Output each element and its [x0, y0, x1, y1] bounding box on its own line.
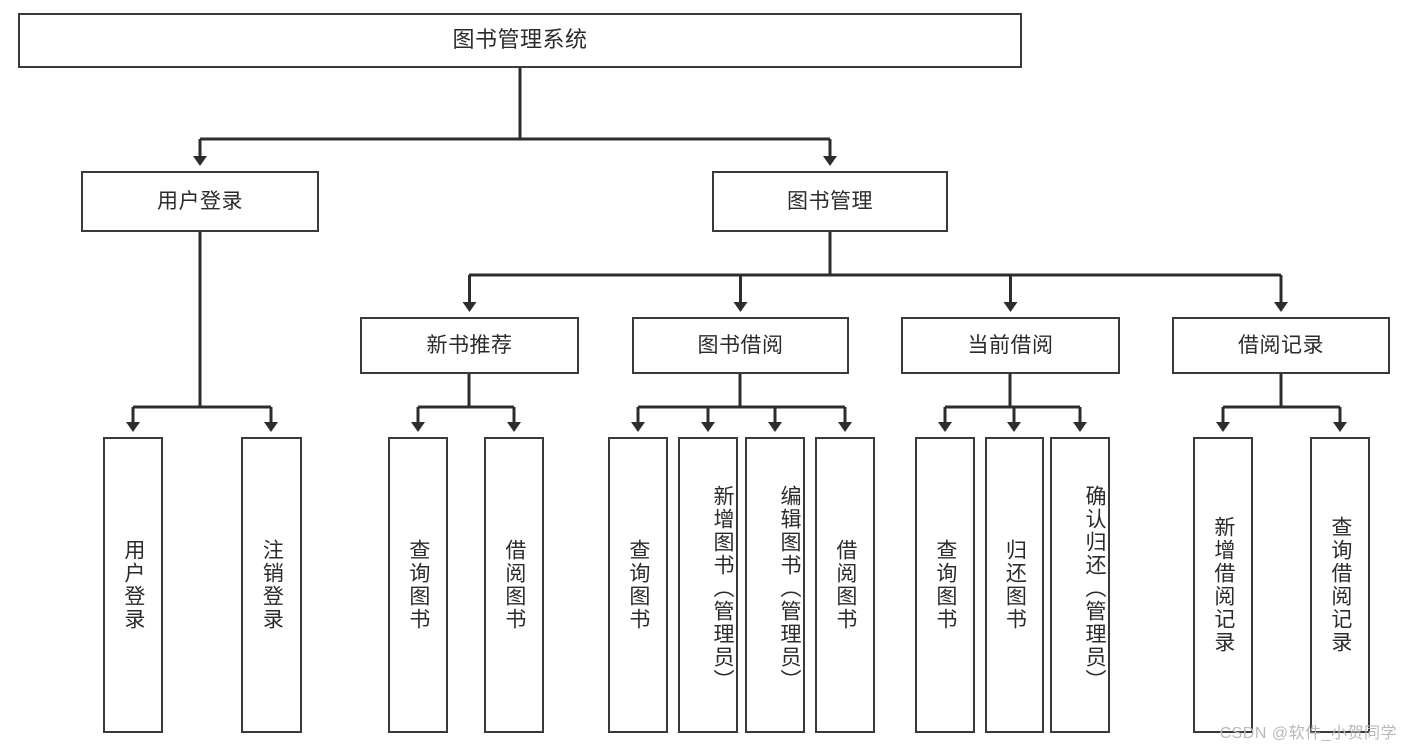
leaf-node[interactable]: 归还图书 [985, 437, 1044, 733]
leaf-node[interactable]: 借阅图书 [815, 437, 875, 733]
leaf-node[interactable]: 查询图书 [915, 437, 975, 733]
branch-node[interactable]: 当前借阅 [901, 317, 1120, 374]
node-label: 用户登录 [121, 539, 145, 631]
leaf-node[interactable]: 图书管理系统 [18, 13, 1022, 68]
node-label: 新书推荐 [426, 333, 513, 357]
leaf-node[interactable]: 新增借阅记录 [1193, 437, 1253, 733]
branch-node[interactable]: 图书管理 [712, 171, 948, 232]
node-label: 查询图书 [406, 539, 430, 631]
node-label: 新增借阅记录 [1211, 516, 1235, 654]
leaf-node[interactable]: 确认归还（管理员） [1050, 437, 1110, 733]
node-label: 借阅图书 [833, 539, 857, 631]
leaf-node[interactable]: 查询图书 [388, 437, 448, 733]
leaf-node[interactable]: 借阅图书 [484, 437, 544, 733]
leaf-node[interactable]: 注销登录 [241, 437, 302, 733]
watermark-text: CSDN @软件_小贺同学 [1219, 725, 1397, 742]
node-label: 归还图书 [1003, 539, 1027, 631]
node-label: 借阅图书 [502, 539, 526, 631]
node-label: 新增图书（管理员） [711, 484, 734, 692]
node-label: 借阅记录 [1238, 333, 1324, 357]
node-label: 确认归还（管理员） [1083, 484, 1106, 692]
node-label: 编辑图书（管理员） [778, 484, 801, 692]
branch-node[interactable]: 借阅记录 [1172, 317, 1390, 374]
node-label: 注销登录 [260, 539, 284, 631]
branch-node[interactable]: 图书借阅 [632, 317, 849, 374]
node-label: 查询借阅记录 [1328, 516, 1352, 654]
node-label: 图书管理系统 [452, 27, 588, 53]
leaf-node[interactable]: 查询借阅记录 [1310, 437, 1370, 733]
leaf-node[interactable]: 查询图书 [608, 437, 668, 733]
node-label: 用户登录 [157, 189, 243, 213]
branch-node[interactable]: 用户登录 [81, 171, 319, 232]
node-label: 当前借阅 [967, 333, 1054, 357]
leaf-node[interactable]: 新增图书（管理员） [678, 437, 738, 733]
node-label: 图书借阅 [697, 333, 784, 357]
node-label: 图书管理 [787, 189, 873, 213]
node-label: 查询图书 [933, 539, 957, 631]
branch-node[interactable]: 新书推荐 [360, 317, 579, 374]
node-label: 查询图书 [626, 539, 650, 631]
leaf-node[interactable]: 用户登录 [103, 437, 163, 733]
leaf-node[interactable]: 编辑图书（管理员） [745, 437, 805, 733]
